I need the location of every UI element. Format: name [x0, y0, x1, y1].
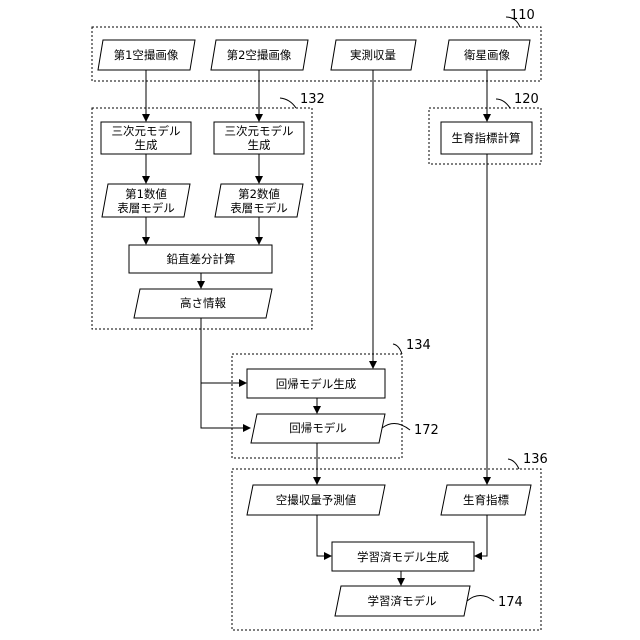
node-trained-model-label: 学習済モデル [368, 594, 437, 608]
leader-136 [508, 459, 519, 469]
node-satellite-label: 衛星画像 [464, 48, 510, 62]
node-model3d-2-line2: 生成 [248, 138, 271, 152]
node-regression-model: 回帰モデル [251, 414, 385, 443]
node-img2: 第2空撮画像 [211, 40, 308, 70]
node-growth-index-label: 生育指標 [463, 493, 509, 507]
node-model3d-2-line1: 三次元モデル [225, 124, 294, 138]
node-trained-gen: 学習済モデル生成 [332, 542, 474, 571]
node-vertical-diff-label: 鉛直差分計算 [167, 252, 236, 266]
node-satellite: 衛星画像 [444, 40, 530, 70]
node-regression-gen-label: 回帰モデル生成 [276, 377, 357, 391]
node-predicted-yield-label: 空撮収量予測値 [276, 493, 357, 507]
node-growth-calc-label: 生育指標計算 [452, 131, 521, 145]
node-model3d-1-line2: 生成 [135, 138, 158, 152]
node-img2-label: 第2空撮画像 [227, 48, 292, 62]
node-img1: 第1空撮画像 [98, 40, 195, 70]
node-height-info: 高さ情報 [134, 289, 272, 318]
node-img1-label: 第1空撮画像 [114, 48, 179, 62]
node-trained-gen-label: 学習済モデル生成 [357, 550, 449, 564]
leader-174 [467, 596, 494, 602]
ref-174-label: 174 [498, 595, 523, 610]
arrow-height-to-regression [201, 318, 246, 383]
node-regression-model-label: 回帰モデル [289, 421, 347, 435]
group-132-label: 132 [300, 92, 325, 107]
node-surface-1-line1: 第1数値 [125, 187, 167, 201]
group-136-label: 136 [523, 452, 548, 467]
node-vertical-diff: 鉛直差分計算 [129, 245, 272, 273]
node-growth-index: 生育指標 [441, 485, 531, 515]
leader-134 [393, 344, 402, 354]
node-surface-2-line1: 第2数値 [238, 187, 280, 201]
node-model3d-1: 三次元モデル 生成 [101, 122, 191, 154]
node-regression-gen: 回帰モデル生成 [247, 369, 385, 398]
node-surface-1-line2: 表層モデル [117, 201, 175, 215]
ref-172-label: 172 [414, 423, 439, 438]
group-120-label: 120 [514, 92, 539, 107]
node-actual-yield: 実測収量 [331, 40, 416, 70]
arrow-height-to-regression-model [201, 383, 250, 428]
group-110-label: 110 [510, 8, 535, 23]
node-trained-model: 学習済モデル [335, 586, 470, 616]
node-predicted-yield: 空撮収量予測値 [247, 485, 385, 515]
arrow-index-to-trained-gen [475, 515, 487, 556]
node-surface-2-line2: 表層モデル [230, 201, 288, 215]
node-height-info-label: 高さ情報 [180, 296, 226, 310]
arrow-prediction-to-trained-gen [317, 515, 331, 556]
node-growth-calc: 生育指標計算 [441, 122, 532, 154]
node-model3d-1-line1: 三次元モデル [112, 124, 181, 138]
node-surface-2: 第2数値 表層モデル [215, 184, 303, 217]
node-actual-yield-label: 実測収量 [350, 48, 396, 62]
group-134-label: 134 [406, 338, 431, 353]
leader-172 [382, 423, 410, 430]
node-model3d-2: 三次元モデル 生成 [214, 122, 304, 154]
leader-132 [280, 98, 296, 108]
node-surface-1: 第1数値 表層モデル [102, 184, 190, 217]
leader-120 [496, 99, 510, 108]
